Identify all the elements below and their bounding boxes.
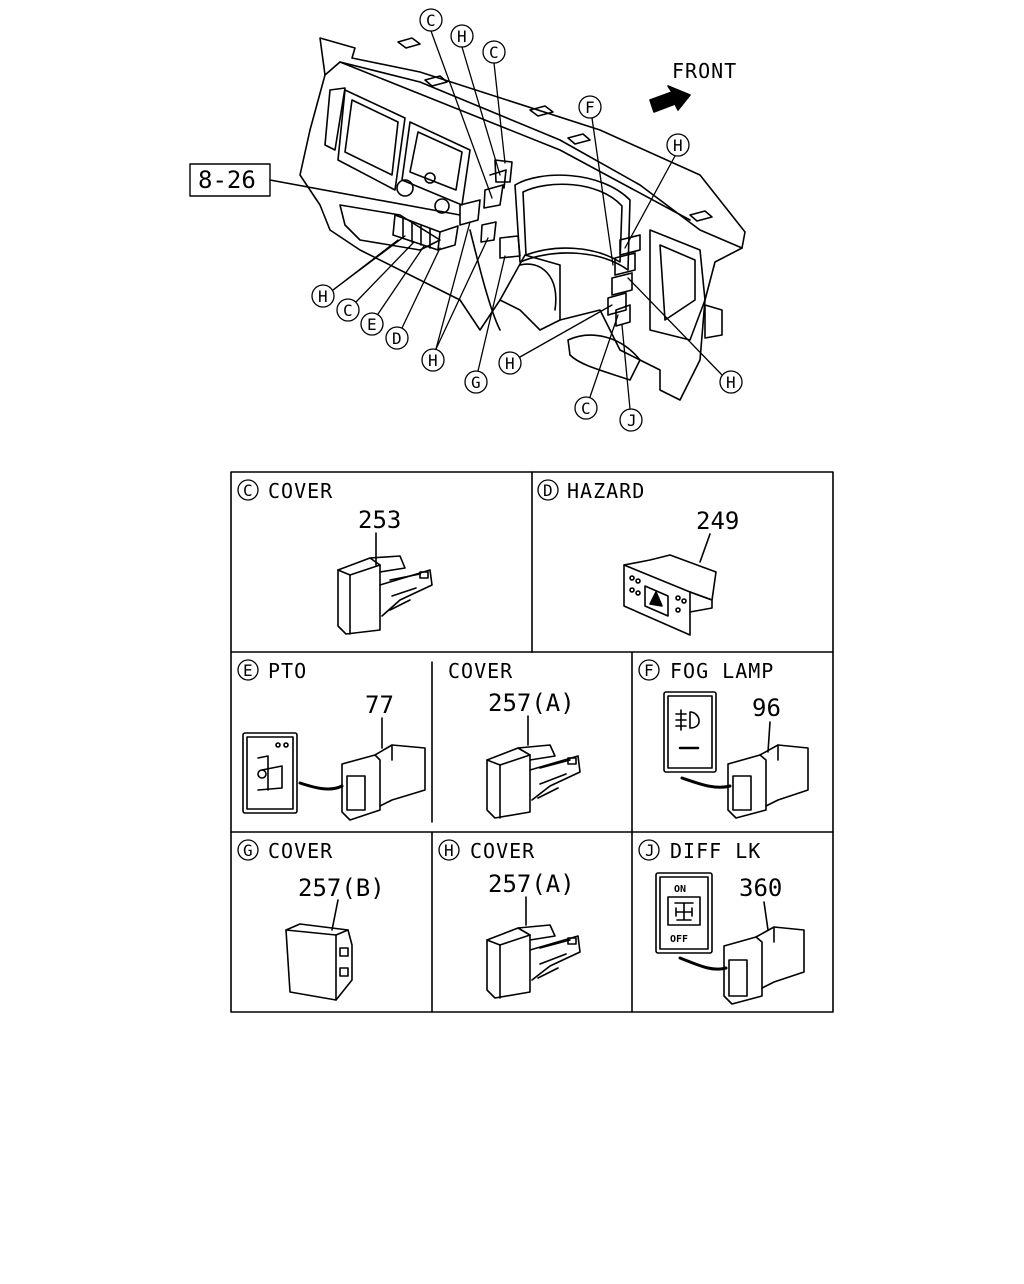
part-number: 96 bbox=[752, 694, 781, 722]
part-number: 360 bbox=[739, 874, 782, 902]
callout-letter: D bbox=[392, 329, 402, 348]
panel-title: COVER bbox=[470, 839, 535, 863]
svg-text:J: J bbox=[645, 841, 655, 860]
callout-letter: H bbox=[726, 373, 736, 392]
part-number: 249 bbox=[696, 507, 739, 535]
callout-letter: H bbox=[505, 354, 515, 373]
svg-text:D: D bbox=[543, 481, 553, 500]
part-number: 257(A) bbox=[488, 689, 575, 717]
reference-box: 8-26 bbox=[189, 163, 461, 216]
part-number: 257(B) bbox=[298, 874, 385, 902]
callout-letter: C bbox=[343, 301, 353, 320]
svg-text:C: C bbox=[243, 481, 253, 500]
panel-cover-257a-middle: COVER 257(A) bbox=[448, 659, 581, 819]
panel-title: DIFF LK bbox=[670, 839, 761, 863]
panel-title: PTO bbox=[268, 659, 307, 683]
panel-d-hazard: D HAZARD 249 bbox=[537, 479, 739, 636]
panel-e-pto: E PTO 77 bbox=[237, 659, 426, 821]
callout-letter: H bbox=[318, 287, 328, 306]
panel-title: FOG LAMP bbox=[670, 659, 774, 683]
panel-f-fog-lamp: F FOG LAMP 96 bbox=[638, 659, 809, 819]
callout-letter: C bbox=[426, 11, 436, 30]
panel-h-cover: H COVER 257(A) bbox=[438, 839, 581, 999]
panel-j-diff-lk: J DIFF LK 360 ON OFF bbox=[638, 839, 805, 1005]
callout-letter: H bbox=[673, 136, 683, 155]
dashboard-overview bbox=[299, 37, 746, 401]
callout-letter: H bbox=[428, 351, 438, 370]
svg-text:F: F bbox=[644, 661, 654, 680]
parts-table bbox=[230, 471, 834, 1013]
panel-title: HAZARD bbox=[567, 479, 645, 503]
panel-title: COVER bbox=[268, 479, 333, 503]
front-label: FRONT bbox=[672, 59, 737, 83]
part-number: 77 bbox=[365, 691, 394, 719]
callout-letter: J bbox=[627, 411, 637, 430]
front-arrow: FRONT bbox=[649, 59, 737, 113]
part-number: 253 bbox=[358, 506, 401, 534]
callout-letter: C bbox=[489, 43, 499, 62]
panel-title: COVER bbox=[448, 659, 513, 683]
callout-letter: H bbox=[457, 27, 467, 46]
callout-letter: F bbox=[585, 98, 595, 117]
reference-number: 8-26 bbox=[198, 166, 256, 194]
callout-letter: G bbox=[471, 373, 481, 392]
panel-title: COVER bbox=[268, 839, 333, 863]
callouts: C H C F H H C E D H bbox=[311, 8, 743, 432]
svg-text:G: G bbox=[243, 841, 253, 860]
switch-on-label: ON bbox=[674, 884, 686, 895]
panel-c-cover: C COVER 253 bbox=[237, 479, 433, 635]
callout-letter: E bbox=[367, 315, 377, 334]
part-number: 257(A) bbox=[488, 870, 575, 898]
panel-g-cover: G COVER 257(B) bbox=[237, 839, 385, 1001]
switch-off-label: OFF bbox=[670, 934, 688, 945]
svg-text:H: H bbox=[444, 841, 454, 860]
callout-letter: C bbox=[581, 399, 591, 418]
svg-text:E: E bbox=[243, 661, 253, 680]
